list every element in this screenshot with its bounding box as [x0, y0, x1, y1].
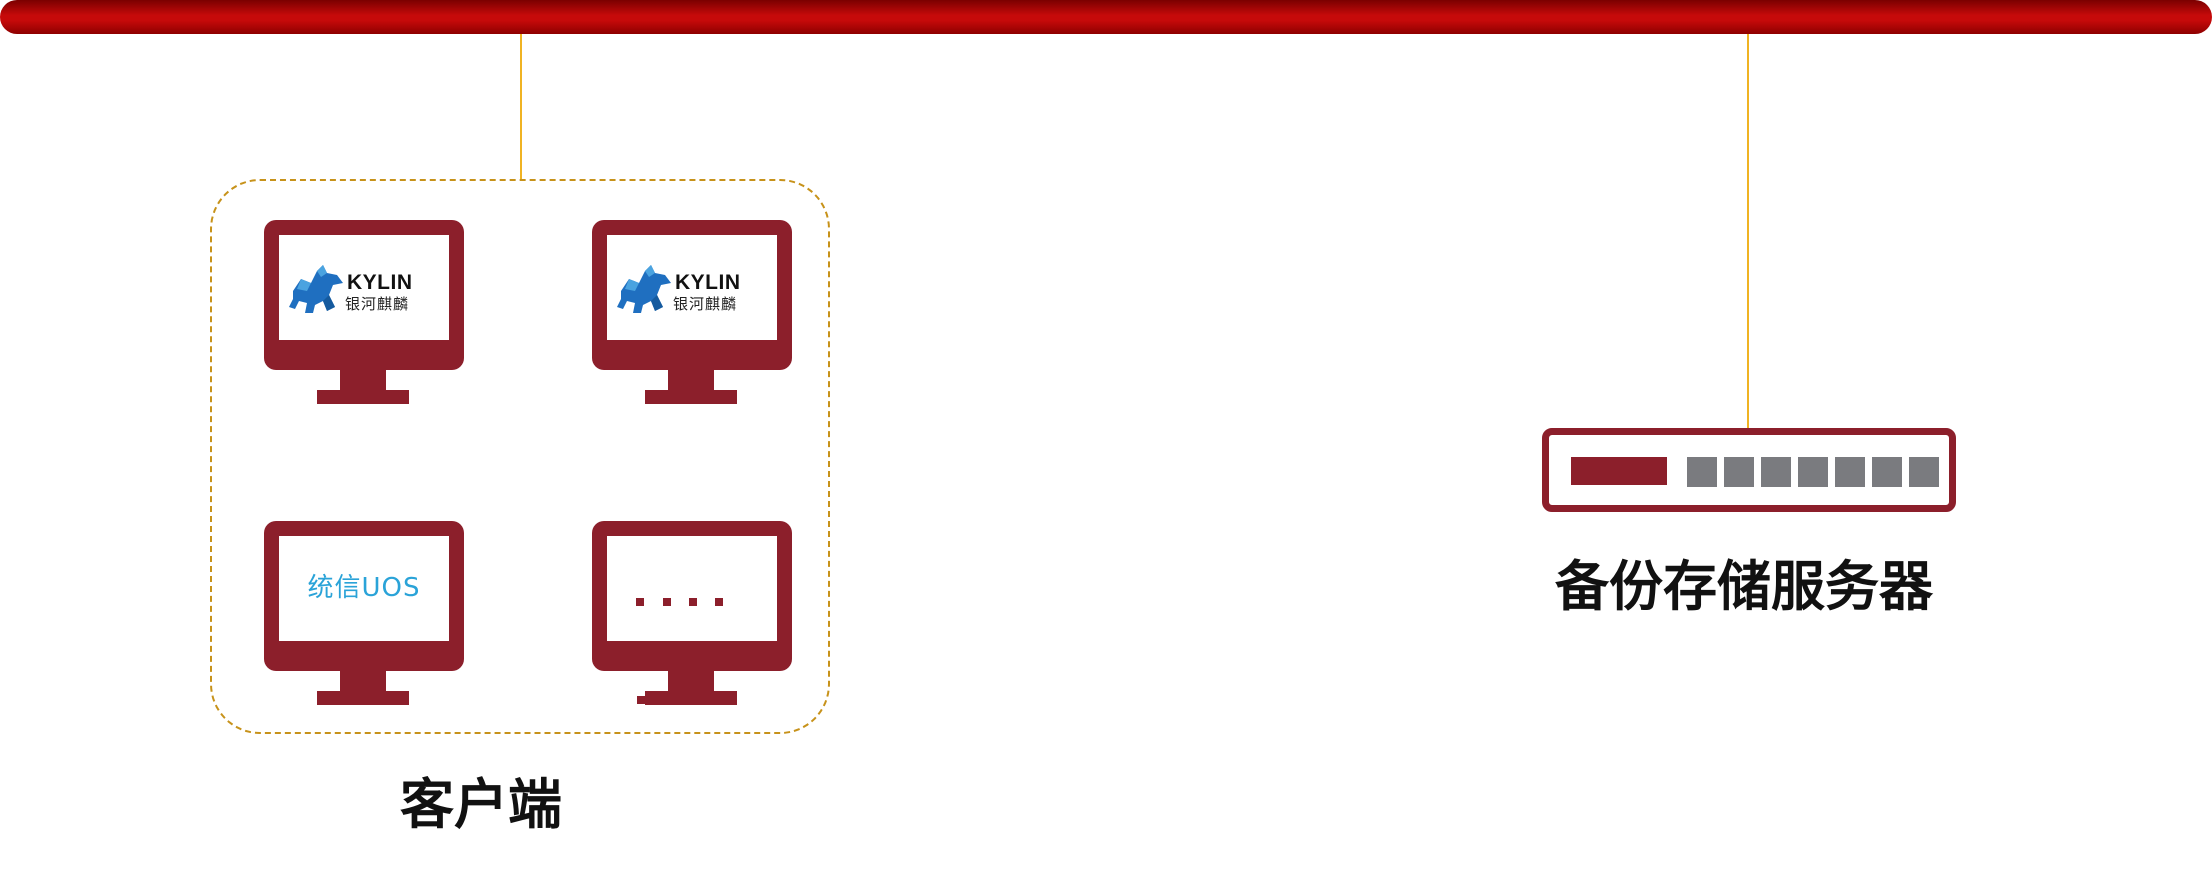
monitor-screen — [607, 536, 777, 641]
client-monitor-kylin-2: KYLIN 银河麒麟 — [592, 220, 792, 410]
ellipsis-dot — [715, 598, 723, 606]
client-monitor-uos: 统信UOS — [264, 521, 464, 711]
server-port — [1798, 457, 1828, 487]
monitor-base — [645, 390, 737, 404]
kylin-beast-icon — [617, 265, 671, 313]
monitor-base — [645, 691, 737, 705]
server-connector-line — [1747, 34, 1749, 428]
ellipsis-dot — [636, 598, 644, 606]
client-connector-line — [520, 34, 522, 180]
kylin-logo-cn: 银河麒麟 — [345, 295, 410, 313]
monitor-screen: 统信UOS — [279, 536, 449, 641]
client-group — [210, 179, 830, 734]
monitor-screen: KYLIN 银河麒麟 — [607, 235, 777, 340]
kylin-logo-word: KYLIN — [347, 271, 413, 294]
network-bar — [0, 0, 2212, 34]
monitor-base — [317, 390, 409, 404]
server-port — [1687, 457, 1717, 487]
client-monitor-kylin-1: KYLIN 银河麒麟 — [264, 220, 464, 410]
server-port — [1872, 457, 1902, 487]
client-group-label: 客户端 — [400, 773, 562, 836]
ellipsis-dot — [663, 598, 671, 606]
monitor-neck — [668, 671, 714, 691]
ellipsis-dots — [607, 536, 777, 641]
kylin-logo: KYLIN 银河麒麟 — [607, 235, 777, 340]
uos-logo: 统信UOS — [307, 573, 421, 603]
monitor-neck — [668, 370, 714, 390]
monitor-neck — [340, 671, 386, 691]
server-drive-bay — [1571, 457, 1667, 485]
monitor-neck — [340, 370, 386, 390]
server-port — [1761, 457, 1791, 487]
server-port — [1835, 457, 1865, 487]
backup-storage-server — [1542, 428, 1956, 512]
server-port — [1909, 457, 1939, 487]
kylin-beast-icon — [289, 265, 343, 313]
monitor-base — [317, 691, 409, 705]
kylin-logo-word: KYLIN — [675, 271, 741, 294]
kylin-logo-cn: 银河麒麟 — [673, 295, 738, 313]
server-label: 备份存储服务器 — [1555, 555, 1933, 618]
monitor-screen: KYLIN 银河麒麟 — [279, 235, 449, 340]
kylin-logo: KYLIN 银河麒麟 — [279, 235, 449, 340]
ellipsis-dot — [689, 598, 697, 606]
ellipsis-dot — [637, 696, 645, 704]
server-port — [1724, 457, 1754, 487]
client-monitor-more — [592, 521, 792, 711]
